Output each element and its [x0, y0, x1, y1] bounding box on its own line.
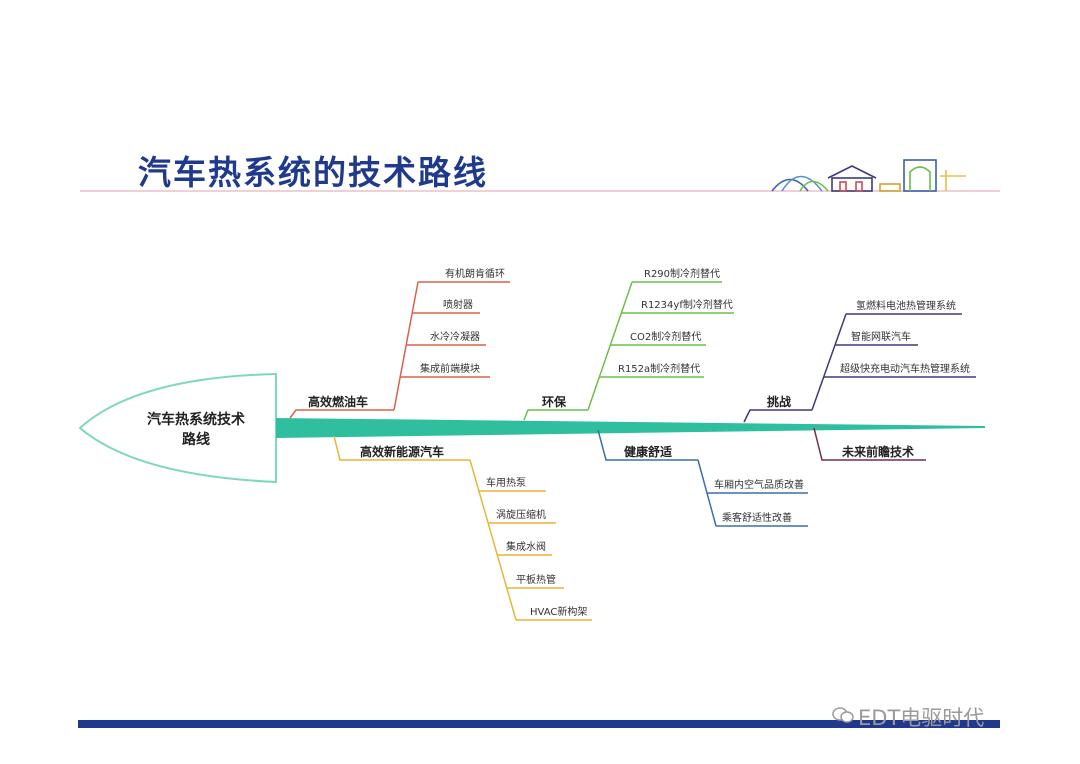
branch-challenges: 挑战 氢燃料电池热管理系统 智能网联汽车 超级快充电动汽车热管理系统 — [743, 299, 976, 423]
leaf-item: 氢燃料电池热管理系统 — [846, 299, 962, 315]
svg-text:平板热管: 平板热管 — [516, 573, 556, 586]
leaf-item: 集成前端模块 — [400, 362, 490, 378]
head-label-line2: 路线 — [182, 431, 210, 448]
leaf-item: 水冷冷凝器 — [406, 330, 486, 346]
svg-text:水冷冷凝器: 水冷冷凝器 — [430, 330, 480, 343]
leaf-item: 集成水阀 — [497, 540, 552, 556]
leaf-item: R1234yf制冷剂替代 — [621, 298, 734, 314]
svg-text:喷射器: 喷射器 — [443, 299, 473, 311]
svg-text:车用热泵: 车用热泵 — [486, 476, 526, 489]
svg-text:CO2制冷剂替代: CO2制冷剂替代 — [630, 330, 701, 343]
svg-text:R290制冷剂替代: R290制冷剂替代 — [644, 267, 720, 280]
svg-text:集成前端模块: 集成前端模块 — [420, 362, 480, 375]
svg-text:HVAC新构架: HVAC新构架 — [530, 605, 587, 618]
branch-health-comfort: 健康舒适 车厢内空气品质改善 乘客舒适性改善 — [597, 429, 808, 527]
leaf-item: R290制冷剂替代 — [632, 267, 722, 283]
head-label-line1: 汽车热系统技术 — [147, 411, 245, 428]
branch-label: 环保 — [542, 394, 567, 409]
watermark-text: EDT电驱时代 — [858, 706, 985, 730]
branch-label: 挑战 — [767, 394, 791, 409]
leaf-item: 平板热管 — [506, 573, 564, 589]
leaf-item: 有机朗肯循环 — [418, 267, 510, 283]
svg-text:智能网联汽车: 智能网联汽车 — [851, 330, 911, 343]
fish-head — [78, 372, 277, 484]
svg-text:超级快充电动汽车热管理系统: 超级快充电动汽车热管理系统 — [840, 362, 970, 375]
svg-text:氢燃料电池热管理系统: 氢燃料电池热管理系统 — [856, 299, 956, 312]
leaf-item: HVAC新构架 — [516, 605, 592, 621]
skyline-logo-icon — [771, 159, 966, 192]
svg-text:车厢内空气品质改善: 车厢内空气品质改善 — [714, 478, 804, 491]
leaf-item: 智能网联汽车 — [835, 330, 918, 346]
leaf-item: 车用热泵 — [479, 476, 546, 492]
branch-label: 健康舒适 — [624, 444, 672, 459]
branch-label: 高效燃油车 — [308, 394, 368, 409]
branch-environmental: 环保 R290制冷剂替代 R1234yf制冷剂替代 CO2制冷剂替代 R152a… — [523, 267, 734, 421]
branch-high-efficiency-nev: 高效新能源汽车 车用热泵 涡旋压缩机 集成水阀 平板热管 HVAC新构架 — [333, 435, 592, 621]
fish-spine — [276, 418, 985, 438]
leaf-item: 涡旋压缩机 — [488, 508, 556, 524]
branch-label: 未来前瞻技术 — [841, 444, 914, 459]
footer-bar — [78, 720, 1000, 728]
branch-future-tech: 未来前瞻技术 — [813, 427, 926, 461]
svg-text:有机朗肯循环: 有机朗肯循环 — [445, 267, 505, 280]
wechat-icon — [832, 707, 854, 723]
leaf-item: 车厢内空气品质改善 — [707, 478, 808, 494]
leaf-item: 超级快充电动汽车热管理系统 — [824, 362, 976, 378]
svg-text:乘客舒适性改善: 乘客舒适性改善 — [722, 511, 792, 524]
branch-high-efficiency-fuel-car: 高效燃油车 有机朗肯循环 喷射器 水冷冷凝器 集成前端模块 — [289, 267, 510, 419]
leaf-item: 乘客舒适性改善 — [716, 511, 808, 527]
svg-text:涡旋压缩机: 涡旋压缩机 — [496, 508, 546, 521]
svg-text:集成水阀: 集成水阀 — [506, 540, 546, 553]
branch-label: 高效新能源汽车 — [360, 444, 444, 459]
leaf-item: CO2制冷剂替代 — [610, 330, 706, 346]
leaf-item: 喷射器 — [412, 299, 480, 314]
slide-title: 汽车热系统的技术路线 — [138, 153, 488, 192]
leaf-item: R152a制冷剂替代 — [599, 362, 704, 378]
svg-text:R1234yf制冷剂替代: R1234yf制冷剂替代 — [641, 298, 733, 311]
svg-text:R152a制冷剂替代: R152a制冷剂替代 — [618, 362, 700, 375]
